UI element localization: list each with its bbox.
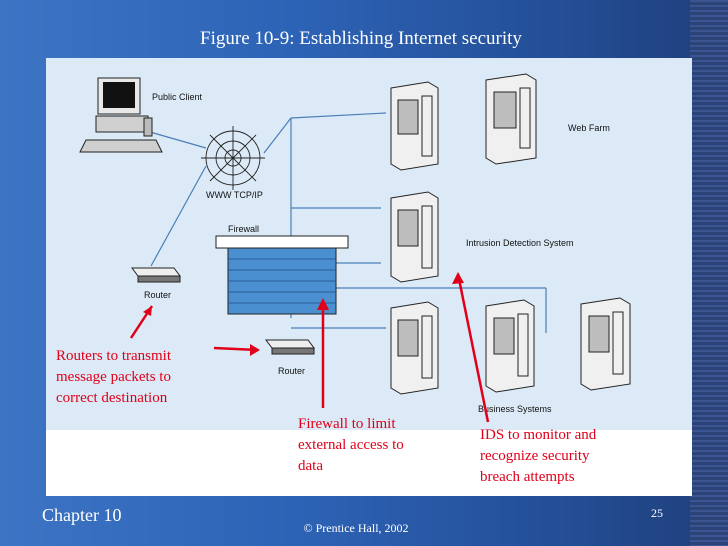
ids-label: Intrusion Detection System	[466, 238, 574, 248]
business-servers	[390, 297, 631, 395]
router-left-icon	[131, 267, 181, 283]
ids-server	[390, 191, 439, 283]
copyright: © Prentice Hall, 2002	[303, 521, 409, 535]
network-diagram: Public Client WWW TCP/IP Firewall	[46, 58, 692, 430]
business-systems-label: Business Systems	[478, 404, 552, 414]
firewall-label: Firewall	[228, 224, 259, 234]
firewall-callout: Firewall to limit external access to dat…	[298, 416, 404, 474]
public-client-label: Public Client	[152, 92, 203, 102]
routers-callout: Routers to transmit message packets to c…	[56, 348, 171, 406]
router-center-icon	[265, 339, 315, 355]
router-left-label: Router	[144, 290, 171, 300]
diagram-panel: Public Client WWW TCP/IP Firewall	[46, 58, 692, 496]
web-farm-servers	[390, 73, 537, 171]
side-stripe	[690, 0, 728, 546]
public-client-icon	[79, 77, 163, 153]
web-farm-label: Web Farm	[568, 123, 610, 133]
chapter-label: Chapter 10	[42, 505, 122, 525]
firewall-bricks	[228, 258, 336, 304]
slide-title: Figure 10-9: Establishing Internet secur…	[200, 28, 522, 49]
www-web-icon	[201, 126, 265, 190]
router-center-label: Router	[278, 366, 305, 376]
ids-callout: IDS to monitor and recognize security br…	[480, 427, 597, 485]
www-label: WWW TCP/IP	[206, 190, 263, 200]
firewall-cap	[215, 235, 349, 249]
page-number: 25	[651, 506, 663, 520]
callout-arrowheads	[143, 272, 464, 356]
